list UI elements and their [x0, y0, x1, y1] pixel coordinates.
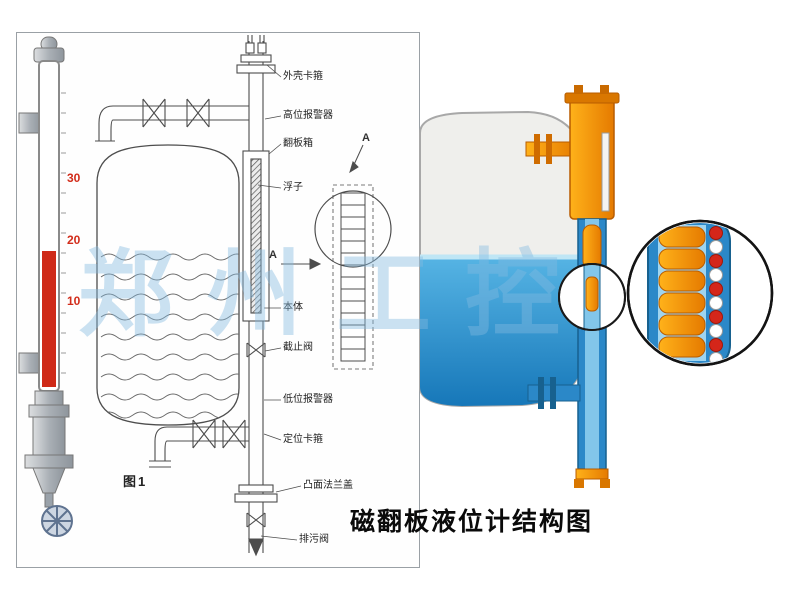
scale-mark-30: 30 — [67, 171, 81, 185]
figure1-drawing — [18, 35, 392, 557]
level-gauge-column-schematic — [95, 35, 278, 557]
part-label-float: 浮子 — [283, 182, 303, 193]
diagram-caption: 磁翻板液位计结构图 — [350, 508, 594, 536]
stop-valve-symbol — [246, 342, 266, 358]
label-leader-lines — [257, 64, 302, 541]
structure-color-diagram — [419, 85, 774, 488]
part-label-high-level-alarm: 高位报警器 — [283, 110, 333, 121]
flange-pair-top-2 — [186, 98, 210, 128]
red-indicator-column — [42, 251, 56, 387]
part-label-shell-clamp: 外壳卡箍 — [283, 71, 323, 82]
flange-pair-top-1 — [142, 98, 166, 128]
drain-valve-symbol — [246, 512, 266, 528]
float-in-column — [582, 224, 602, 270]
float-segments — [658, 226, 706, 358]
part-label-convex-flange-cover: 凸面法兰盖 — [303, 480, 353, 491]
tank-schematic — [96, 144, 240, 426]
indicator-slot — [601, 132, 610, 212]
figure1-panel: 30 20 10 外壳卡箍 高位报警器 翻板箱 浮子 本体 截止阀 低位报警器 … — [16, 32, 420, 568]
part-label-stop-valve: 截止阀 — [283, 342, 313, 353]
flange-pair-bottom-2 — [222, 419, 246, 449]
liquid-waves — [100, 253, 239, 419]
flap-ball-column — [709, 226, 723, 363]
part-label-drain-valve: 排污阀 — [299, 534, 329, 545]
magnetic-gauge-assembly — [525, 85, 626, 488]
magnifier-detail-view — [626, 219, 774, 367]
scale-mark-10: 10 — [67, 294, 81, 308]
detail-section-view — [281, 144, 392, 370]
section-marker-a-top: A — [362, 132, 370, 144]
part-label-flap-box: 翻板箱 — [283, 138, 313, 149]
part-label-position-clamp: 定位卡箍 — [283, 434, 323, 445]
part-label-low-level-alarm: 低位报警器 — [283, 394, 333, 405]
tank-vessel — [419, 110, 595, 408]
float-strip — [250, 158, 262, 314]
flange-pair-bottom-1 — [192, 419, 216, 449]
scale-ticks — [61, 92, 66, 374]
scale-mark-20: 20 — [67, 233, 81, 247]
gauge-instrument-photo — [18, 36, 74, 537]
drain-tip — [248, 538, 264, 557]
drain-handwheel — [41, 505, 73, 537]
section-marker-a-left: A — [269, 249, 277, 261]
column-bottom-cap — [575, 468, 609, 480]
part-label-gauge-body: 本体 — [283, 302, 303, 313]
figure1-label: 图1 — [123, 474, 148, 489]
